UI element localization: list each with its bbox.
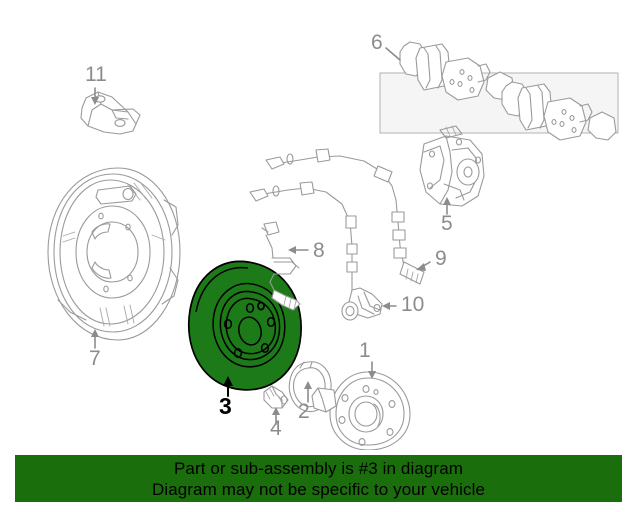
part-6-brake-pad-set xyxy=(385,41,617,141)
part-2-snap-ring xyxy=(288,361,332,413)
callout-label-3: 3 xyxy=(219,393,232,419)
callout-label-10: 10 xyxy=(401,293,425,316)
exploded-parts-diagram: .ln { fill:none; stroke:#9a9a9a; stroke-… xyxy=(47,31,619,451)
callout-label-1: 1 xyxy=(359,339,371,362)
part-10-abs-speed-sensor xyxy=(341,287,397,321)
callout-label-6: 6 xyxy=(371,31,383,54)
callout-label-4: 4 xyxy=(270,417,282,440)
callout-label-11: 11 xyxy=(85,63,107,86)
part-7-brake-backing-plate xyxy=(47,167,181,341)
callout-7-arrow xyxy=(91,329,99,349)
banner-line-2: Diagram may not be specific to your vehi… xyxy=(151,479,486,499)
part-1-wheel-hub xyxy=(311,361,411,451)
callout-3-arrow xyxy=(223,376,233,397)
part-11-mounting-bracket xyxy=(80,91,141,135)
part-4-set-screw xyxy=(263,385,289,425)
callout-label-7: 7 xyxy=(89,347,101,370)
part-3-brake-rotor-highlighted xyxy=(188,260,302,391)
part-8-pad-wear-sensor xyxy=(261,221,309,311)
part-5-brake-caliper xyxy=(419,125,485,215)
callout-label-2: 2 xyxy=(298,400,310,423)
part-9-sensor-cable xyxy=(249,148,431,291)
callout-11-arrow xyxy=(91,87,99,105)
diagram-svg: .ln { fill:none; stroke:#9a9a9a; stroke-… xyxy=(47,41,619,451)
callout-label-8: 8 xyxy=(313,239,325,262)
callout-label-5: 5 xyxy=(441,212,453,235)
callout-label-9: 9 xyxy=(435,247,447,270)
part-identification-banner: Part or sub-assembly is #3 in diagram Di… xyxy=(15,455,622,502)
banner-line-1: Part or sub-assembly is #3 in diagram xyxy=(173,458,464,478)
